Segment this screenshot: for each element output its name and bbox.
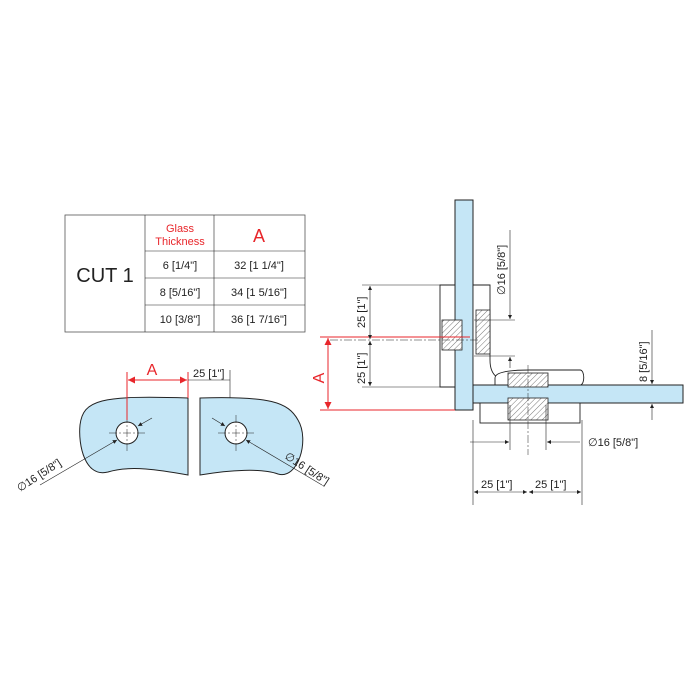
- section-dim-a: A: [311, 372, 328, 383]
- vertical-glass: [454, 199, 474, 411]
- right-glass-plate: [199, 397, 304, 476]
- section-dim-top: 25 [1"]: [356, 297, 368, 328]
- cutout-dim-a: A: [147, 362, 158, 379]
- section-dim-horizontal-hole: ∅16 [5/8"]: [588, 437, 638, 449]
- row1-thickness: 6 [1/4"]: [163, 260, 197, 272]
- section-dim-vertical-hole: ∅16 [5/8"]: [496, 245, 508, 295]
- row2-thickness: 8 [5/16"]: [160, 287, 201, 299]
- cutout-dim-gap: 25 [1"]: [193, 368, 224, 380]
- table-title: CUT 1: [76, 265, 133, 287]
- header-a: A: [253, 226, 265, 246]
- hinge-section-view: A 25 [1"] 25 [1"] ∅16 [5/8"] 8 [5/16"] ∅…: [311, 199, 684, 505]
- section-dim-left: 25 [1"]: [481, 479, 512, 491]
- header-glass-line1: Glass: [166, 223, 195, 235]
- header-glass-line2: Thickness: [155, 236, 205, 248]
- cutout-hole-left-dim: ∅16 [5/8"]: [15, 457, 64, 494]
- row3-thickness: 10 [3/8"]: [160, 314, 201, 326]
- glass-cutout-view: A 25 [1"] ∅16 [5/8"] ∅16 [5/8"]: [15, 362, 331, 495]
- specification-table: CUT 1 Glass Thickness A 6 [1/4"] 32 [1 1…: [64, 214, 306, 333]
- horizontal-glass: [472, 384, 684, 404]
- row2-a: 34 [1 5/16"]: [231, 287, 287, 299]
- section-dim-bottom: 25 [1"]: [356, 353, 368, 384]
- row1-a: 32 [1 1/4"]: [234, 260, 284, 272]
- section-dim-glass: 8 [5/16"]: [638, 341, 650, 382]
- row3-a: 36 [1 7/16"]: [231, 314, 287, 326]
- section-dim-right: 25 [1"]: [535, 479, 566, 491]
